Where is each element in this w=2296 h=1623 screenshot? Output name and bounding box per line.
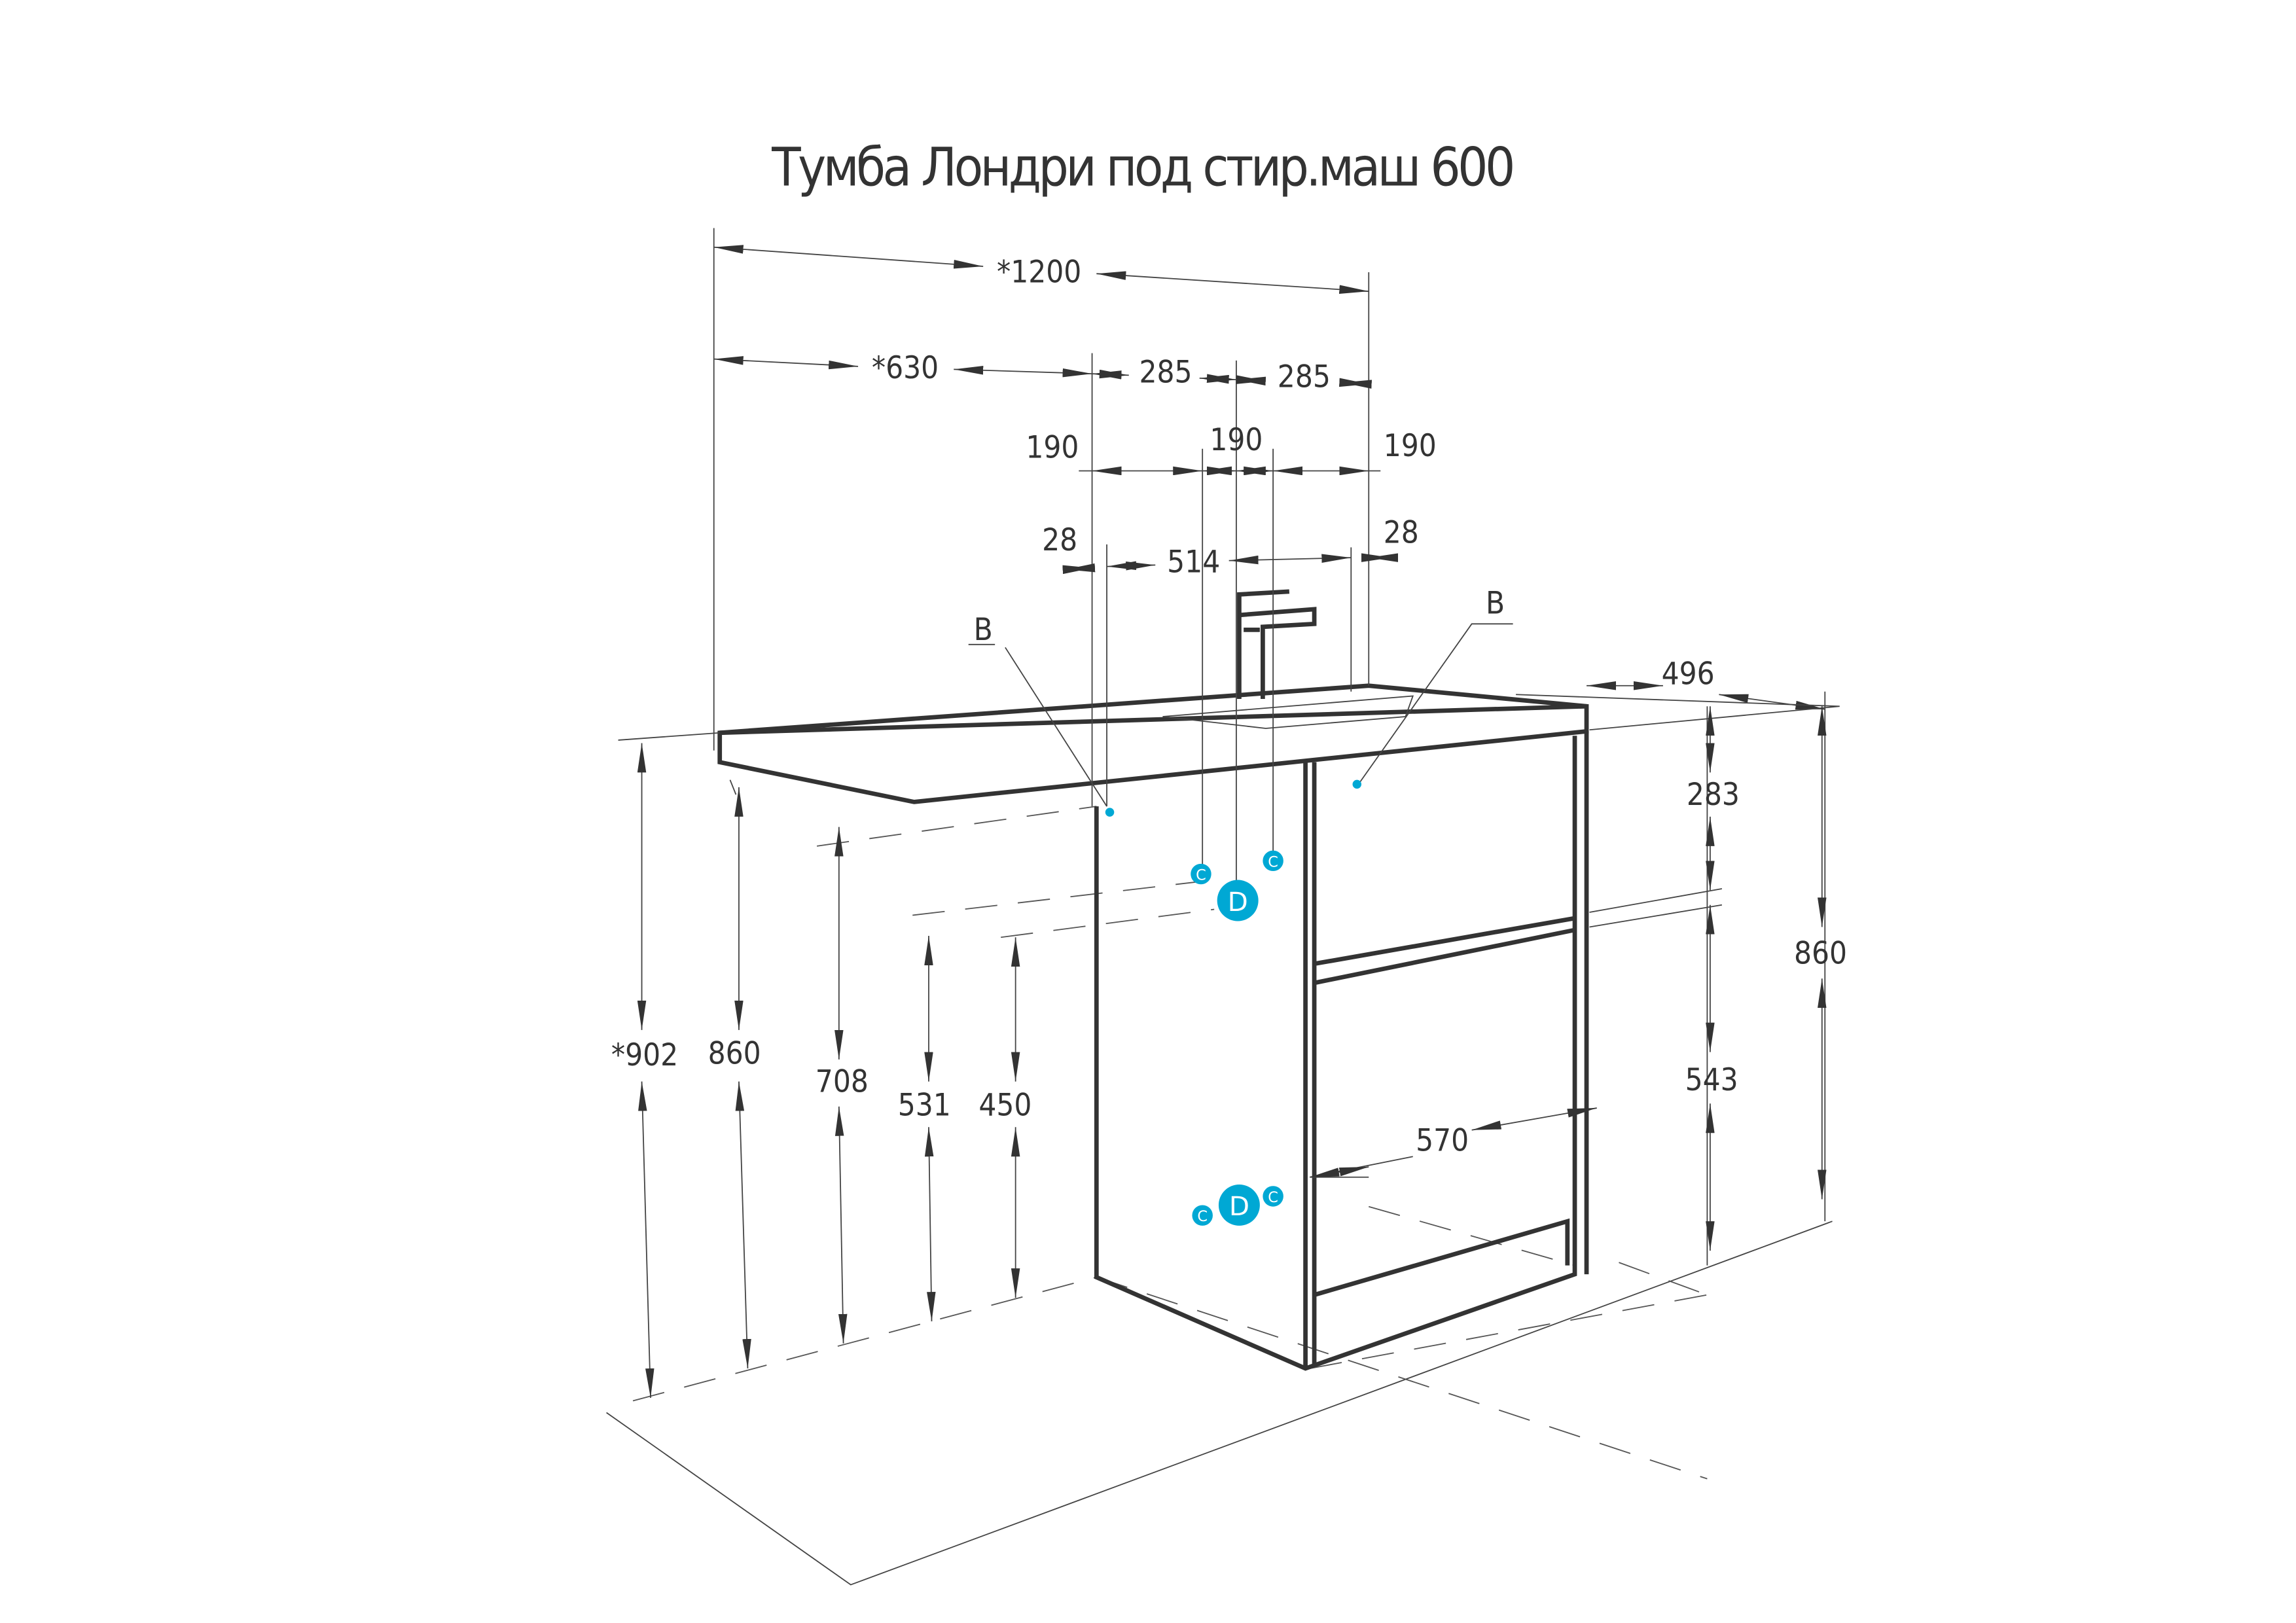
connector-c-icon: C (1192, 1205, 1213, 1226)
drawing-title: Тумба Лондри под стир.маш 600 (771, 137, 1513, 198)
cabinet (1094, 731, 1589, 1371)
svg-text:28: 28 (1384, 515, 1419, 551)
svg-text:B: B (974, 612, 993, 648)
svg-text:*902: *902 (611, 1037, 678, 1073)
svg-text:450: 450 (978, 1087, 1031, 1123)
connector-c-icon: C (1263, 1186, 1283, 1207)
svg-text:D: D (1229, 1190, 1249, 1222)
svg-text:496: 496 (1662, 656, 1715, 692)
svg-text:860: 860 (708, 1036, 761, 1072)
svg-text:C: C (1268, 1189, 1278, 1206)
connector-points: C C D C C D (1105, 779, 1362, 1226)
connector-c-icon: C (1191, 863, 1211, 885)
svg-text:860: 860 (1794, 936, 1847, 972)
svg-text:570: 570 (1416, 1122, 1469, 1158)
svg-text:190: 190 (1210, 422, 1263, 458)
connector-d-icon: D (1218, 1184, 1260, 1226)
svg-text:*630: *630 (872, 350, 939, 386)
svg-text:531: 531 (898, 1087, 951, 1123)
svg-text:285: 285 (1278, 359, 1331, 395)
floor-outline (606, 806, 1833, 1586)
svg-text:28: 28 (1042, 522, 1077, 558)
svg-text:283: 283 (1687, 777, 1740, 813)
faucet-icon (1237, 589, 1317, 699)
svg-text:190: 190 (1384, 428, 1437, 464)
svg-text:D: D (1228, 886, 1248, 918)
svg-text:285: 285 (1139, 355, 1192, 391)
dimension-lines (618, 228, 1840, 1399)
connector-d-icon: D (1217, 880, 1259, 921)
svg-text:B: B (1486, 586, 1505, 622)
svg-text:543: 543 (1685, 1062, 1738, 1098)
svg-text:C: C (1197, 1208, 1208, 1225)
svg-text:708: 708 (816, 1063, 869, 1099)
countertop (717, 683, 1589, 804)
connector-c-icon: C (1263, 850, 1283, 872)
svg-text:C: C (1268, 853, 1278, 870)
svg-text:514: 514 (1167, 544, 1220, 580)
svg-text:C: C (1196, 867, 1206, 884)
svg-text:*1200: *1200 (997, 255, 1081, 291)
dimension-labels: *1200 *630 285 285 190 190 190 28 514 28… (611, 255, 1847, 1159)
svg-text:190: 190 (1026, 429, 1079, 465)
